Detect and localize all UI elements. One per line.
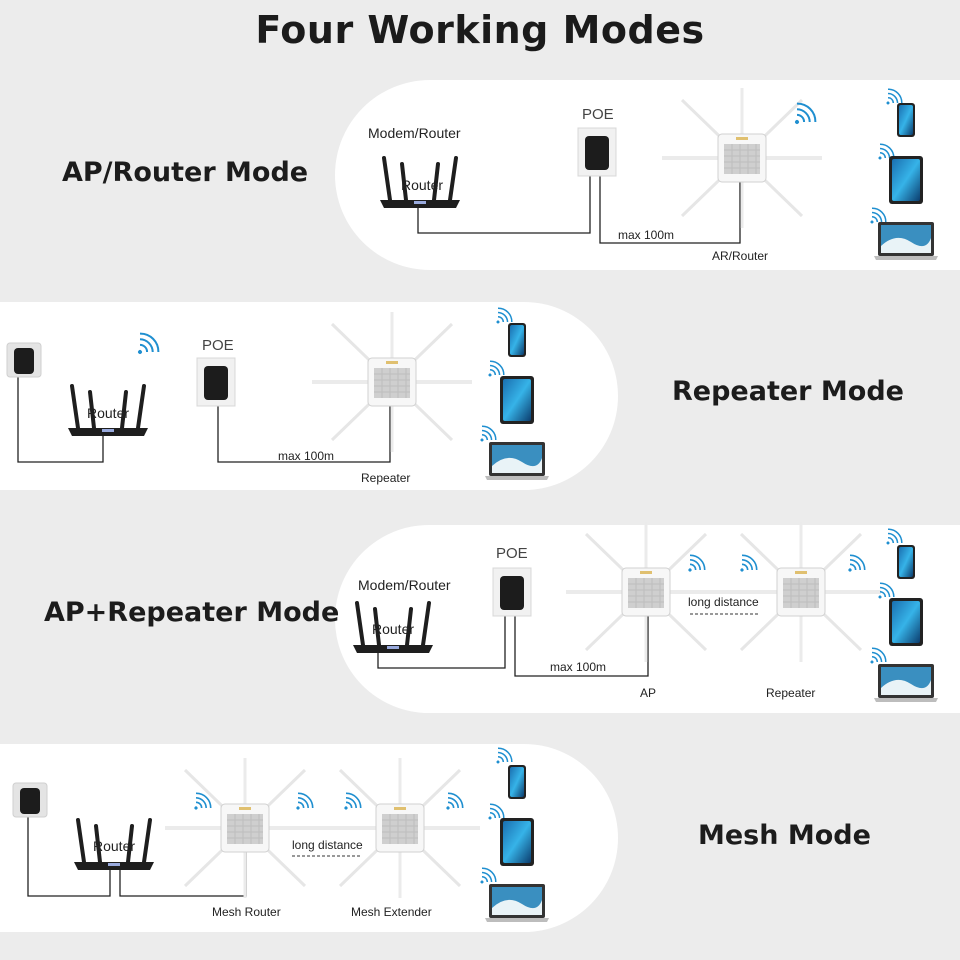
device-label: Repeater bbox=[361, 471, 410, 485]
poe-wire bbox=[514, 610, 649, 677]
long-distance-label: long distance bbox=[688, 595, 759, 609]
mode-label-ap-router: AP/Router Mode bbox=[62, 157, 309, 188]
modem-label: Modem/Router bbox=[358, 577, 451, 593]
access-point-icon bbox=[163, 756, 327, 900]
page-title: Four Working Modes bbox=[255, 8, 705, 52]
distance-label: max 100m bbox=[278, 449, 334, 463]
distance-label: max 100m bbox=[550, 660, 606, 674]
poe-label: POE bbox=[496, 545, 528, 562]
poe-wire bbox=[217, 392, 391, 463]
router-label: Router bbox=[87, 405, 129, 421]
device-label-repeater: Repeater bbox=[766, 686, 815, 700]
wifi-icon bbox=[336, 789, 365, 818]
modem-label: Modem/Router bbox=[368, 125, 461, 141]
poe-label: POE bbox=[202, 337, 234, 354]
ethernet-wire bbox=[377, 610, 506, 669]
router-label: Router bbox=[401, 177, 443, 193]
wall-plug-icon bbox=[12, 782, 48, 818]
device-label-mesh-router: Mesh Router bbox=[212, 905, 281, 919]
laptop-icon bbox=[485, 884, 549, 922]
router-label: Router bbox=[93, 838, 135, 854]
tablet-icon bbox=[500, 818, 534, 866]
power-wire bbox=[17, 372, 104, 463]
mode-label-ap-repeater: AP+Repeater Mode bbox=[44, 597, 340, 628]
mode-label-mesh: Mesh Mode bbox=[698, 820, 871, 851]
access-point-icon bbox=[318, 756, 482, 900]
device-label-ap: AP bbox=[640, 686, 656, 700]
wifi-icon bbox=[288, 789, 317, 818]
poe-wire bbox=[599, 170, 741, 244]
long-distance-label: long distance bbox=[292, 838, 363, 852]
ethernet-wire bbox=[417, 170, 591, 234]
panel-ap-router-mode bbox=[335, 80, 960, 270]
device-label-mesh-extender: Mesh Extender bbox=[351, 905, 432, 919]
smartphone-icon bbox=[508, 765, 526, 799]
mode-label-repeater: Repeater Mode bbox=[672, 376, 904, 407]
wifi-icon bbox=[438, 789, 467, 818]
poe-label: POE bbox=[582, 106, 614, 123]
device-label: AR/Router bbox=[712, 249, 768, 263]
router-label: Router bbox=[372, 621, 414, 637]
power-wire bbox=[27, 812, 111, 897]
distance-label: max 100m bbox=[618, 228, 674, 242]
ethernet-wire bbox=[119, 845, 247, 897]
